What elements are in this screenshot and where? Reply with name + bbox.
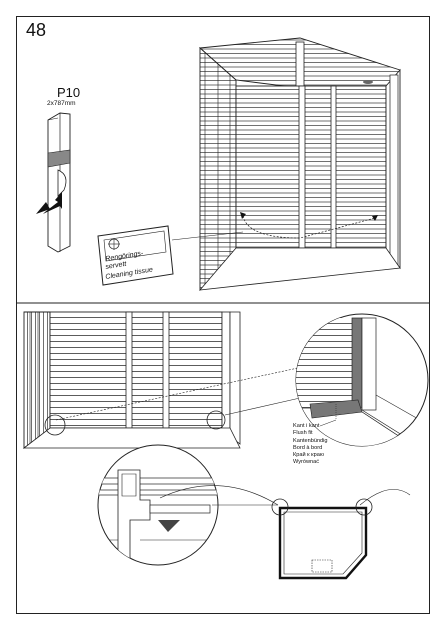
arrow-down-left-icon — [36, 192, 62, 214]
flush-label: Kant i kant — [293, 423, 320, 429]
page-frame — [16, 16, 430, 614]
sauna-top-view — [171, 37, 401, 291]
flush-label: Bord à bord — [293, 444, 323, 451]
step-number: 48 — [26, 20, 47, 40]
part-p10-profile — [47, 112, 71, 253]
profile-cross-section — [97, 444, 219, 566]
flush-label: Wyrównać — [293, 459, 320, 466]
magnifier-circle-icon — [295, 313, 429, 447]
part-code: P10 — [57, 85, 81, 100]
flush-arrows — [319, 404, 337, 427]
flush-label: Край к краю — [293, 452, 325, 459]
floor-plan — [159, 485, 411, 580]
flush-fit-labels: Kant i kant Flush fit Kantenbündig Bord … — [293, 423, 328, 467]
sauna-front-view — [22, 311, 301, 449]
tissue-packet-icon — [97, 225, 174, 286]
flush-label: Flush fit — [293, 430, 313, 437]
flush-label: Kantenbündig — [293, 437, 328, 444]
part-size: 2x787mm — [47, 100, 76, 107]
